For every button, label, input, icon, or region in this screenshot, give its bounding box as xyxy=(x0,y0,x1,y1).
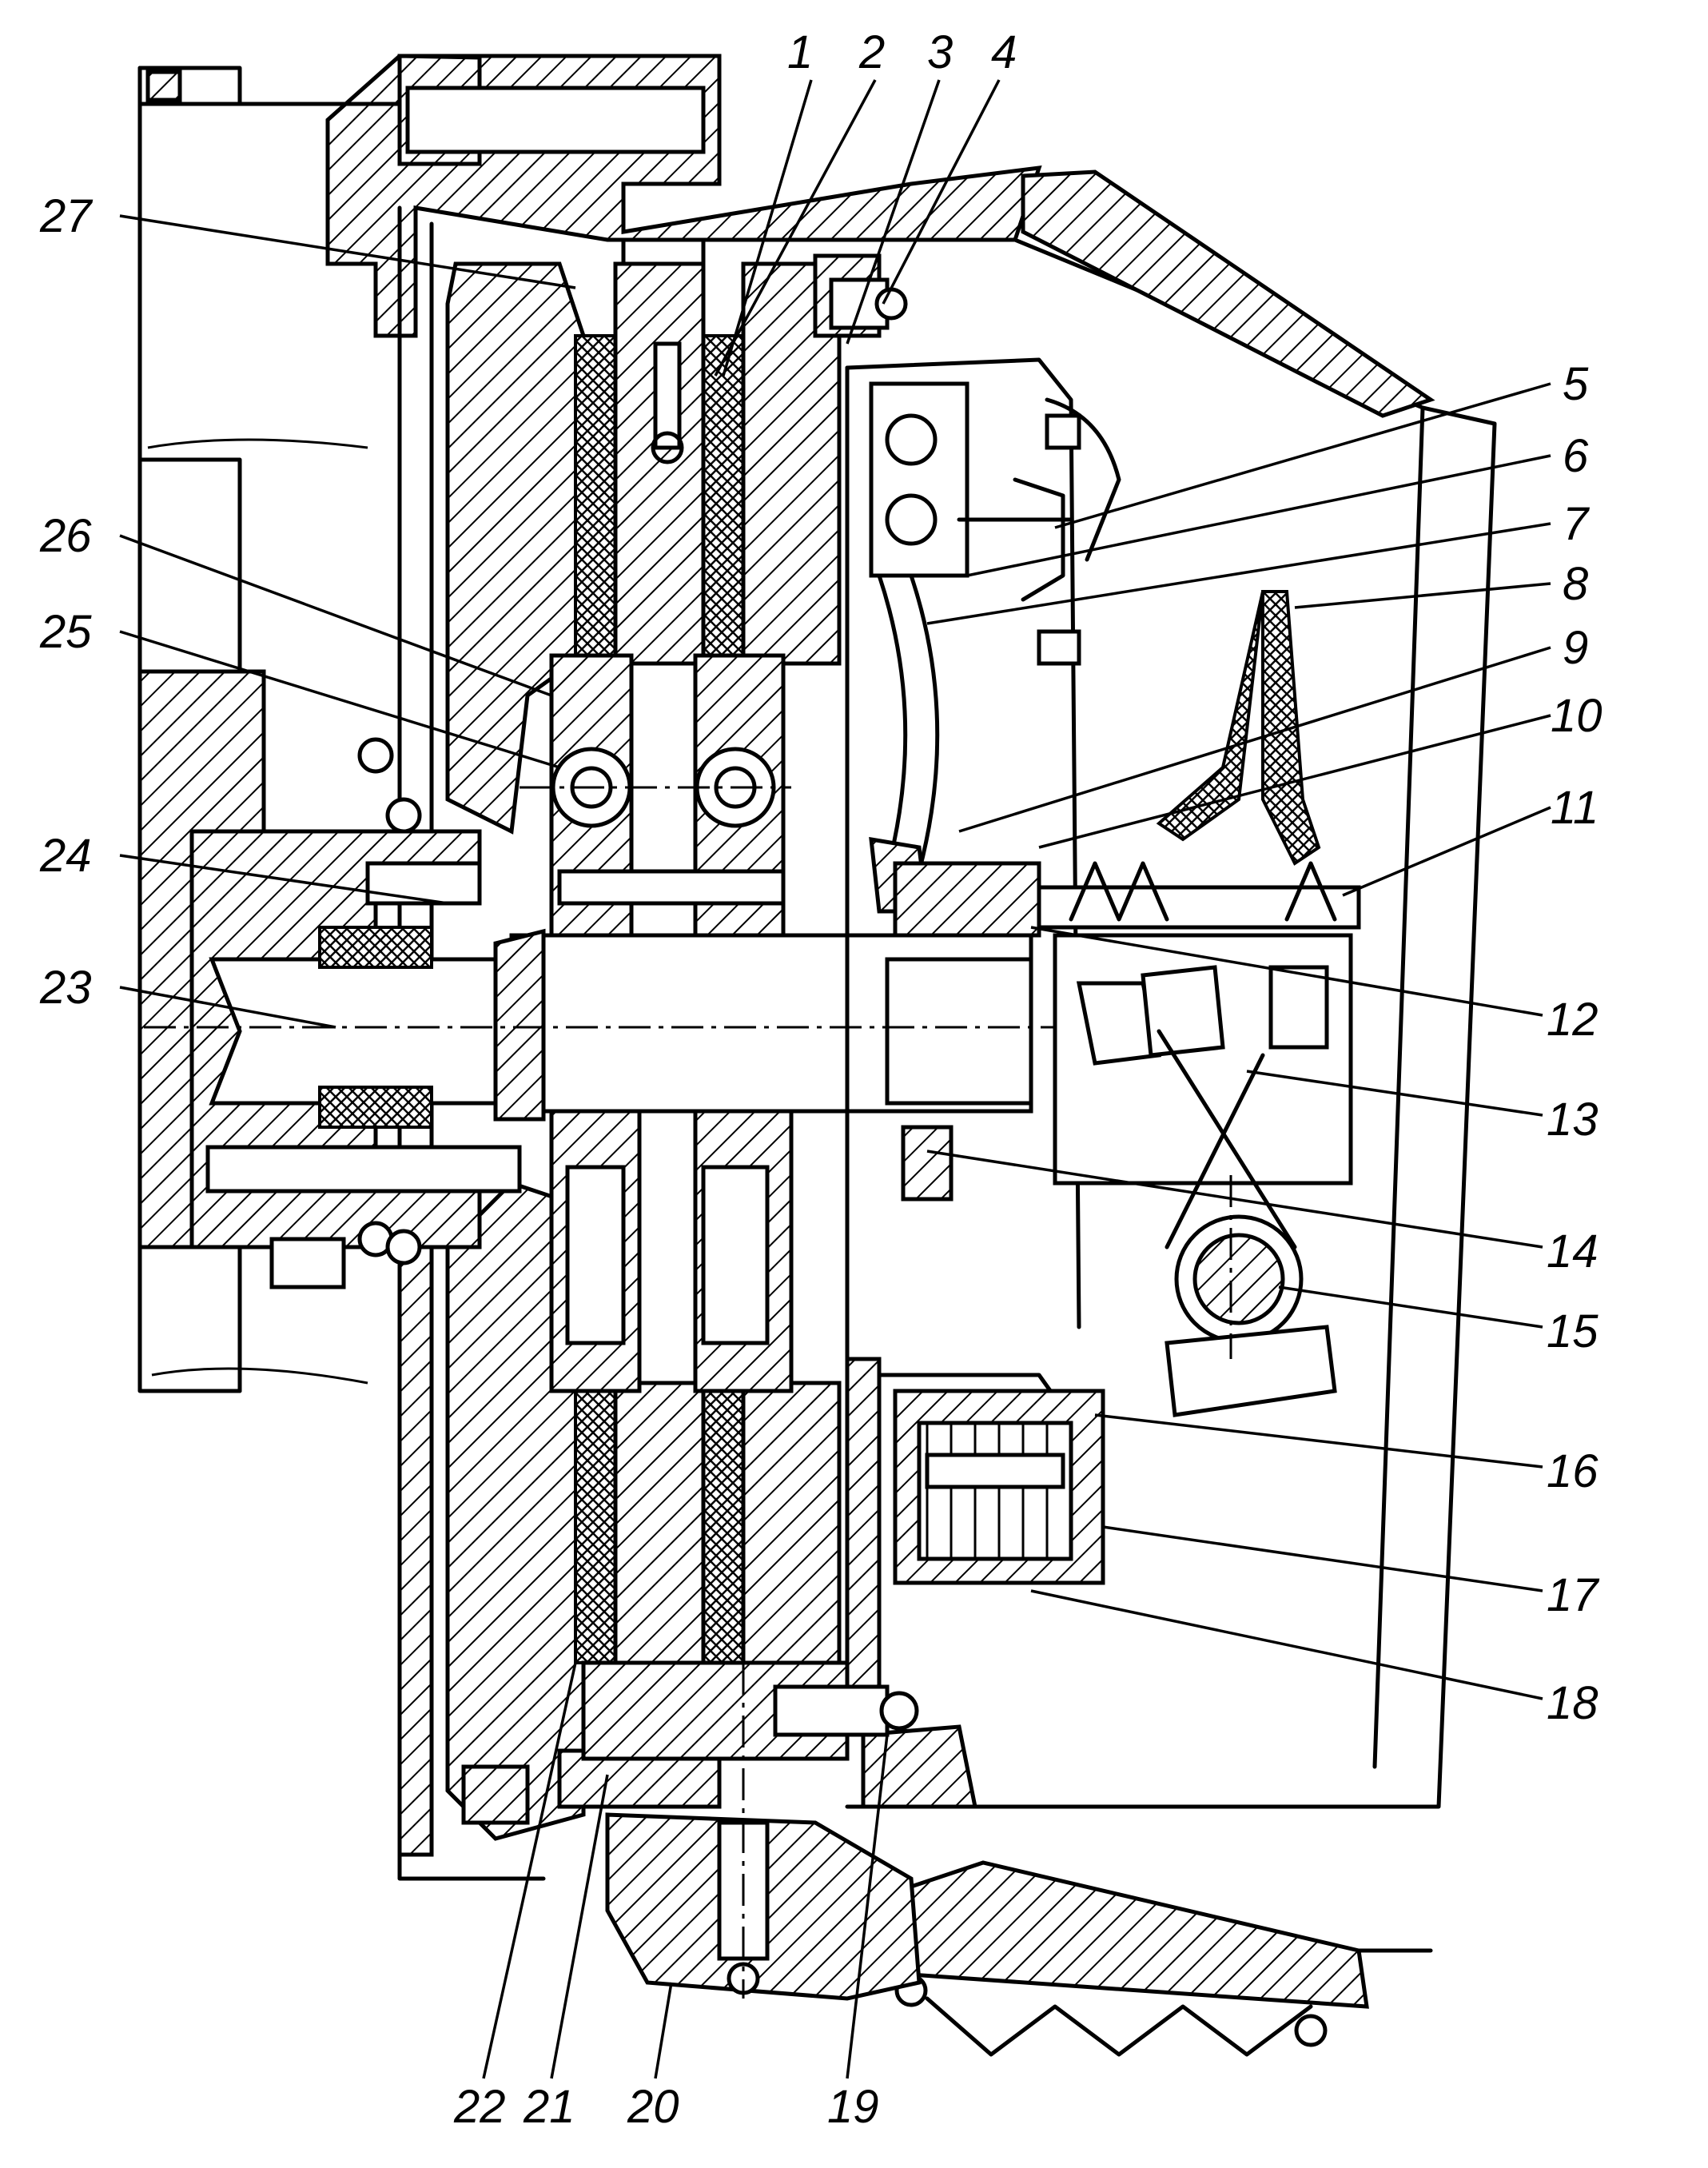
callout-10: 10 xyxy=(1551,690,1602,742)
leader-24 xyxy=(119,854,448,905)
callout-23: 23 xyxy=(39,962,92,1014)
callout-labels: 1 2 3 4 5 6 7 8 9 10 11 12 13 14 15 16 1… xyxy=(39,26,1602,2133)
callout-15: 15 xyxy=(1547,1305,1599,1357)
callout-21: 21 xyxy=(523,2081,575,2133)
leader-6 xyxy=(966,454,1551,577)
disc-hubs xyxy=(520,653,794,1393)
callout-9: 9 xyxy=(1563,622,1588,674)
leader-23 xyxy=(119,986,336,1029)
leader-8 xyxy=(1294,582,1551,609)
leader-2 xyxy=(714,79,877,377)
leader-lines xyxy=(119,79,1551,2079)
leader-7 xyxy=(926,522,1551,625)
leader-13 xyxy=(1246,1070,1543,1117)
leader-19 xyxy=(846,1734,889,2079)
leader-14 xyxy=(926,1150,1543,1249)
leader-18 xyxy=(1030,1589,1543,1700)
leader-10 xyxy=(1038,714,1551,849)
crankshaft-hub xyxy=(137,669,522,1289)
clutch-discs xyxy=(574,237,850,1761)
leader-3 xyxy=(846,79,941,345)
callout-16: 16 xyxy=(1547,1445,1599,1497)
bell-housing-right xyxy=(845,169,1497,2057)
leader-21 xyxy=(550,1774,609,2079)
leader-15 xyxy=(1278,1285,1543,1329)
callout-4: 4 xyxy=(991,26,1017,78)
release-fork xyxy=(1037,590,1361,1417)
leader-11 xyxy=(1342,806,1551,897)
ring-gear-and-bolts xyxy=(605,277,1081,2001)
leader-4 xyxy=(882,79,1001,305)
callout-11: 11 xyxy=(1551,782,1599,834)
callout-22: 22 xyxy=(453,2081,506,2133)
callout-13: 13 xyxy=(1547,1094,1599,1146)
callout-6: 6 xyxy=(1563,430,1589,482)
callout-3: 3 xyxy=(927,26,953,78)
main-shaft xyxy=(144,928,1119,1122)
callout-25: 25 xyxy=(39,606,92,658)
callout-8: 8 xyxy=(1563,558,1588,610)
callout-26: 26 xyxy=(39,510,92,562)
callout-5: 5 xyxy=(1563,358,1589,410)
leader-22 xyxy=(482,1662,577,2079)
leader-25 xyxy=(119,630,560,769)
callout-14: 14 xyxy=(1547,1225,1599,1277)
callout-18: 18 xyxy=(1547,1677,1599,1729)
callout-19: 19 xyxy=(827,2081,879,2133)
callout-2: 2 xyxy=(858,26,885,78)
leader-16 xyxy=(1094,1413,1543,1469)
callout-20: 20 xyxy=(627,2081,679,2133)
release-shaft-rod xyxy=(1037,885,1361,930)
leader-5 xyxy=(1054,382,1551,529)
callout-12: 12 xyxy=(1547,994,1599,1046)
leader-12 xyxy=(1030,926,1543,1017)
callout-24: 24 xyxy=(39,830,92,882)
callout-7: 7 xyxy=(1563,498,1591,550)
leader-1 xyxy=(722,79,813,377)
release-lever xyxy=(869,381,969,578)
leader-26 xyxy=(119,534,552,697)
leader-20 xyxy=(654,1982,673,2079)
callout-1: 1 xyxy=(787,26,813,78)
leader-27 xyxy=(119,214,576,289)
leader-9 xyxy=(958,646,1551,833)
leader-17 xyxy=(1102,1525,1543,1592)
input-shaft-end xyxy=(209,957,514,1106)
callout-27: 27 xyxy=(39,190,94,242)
callout-17: 17 xyxy=(1547,1569,1600,1621)
